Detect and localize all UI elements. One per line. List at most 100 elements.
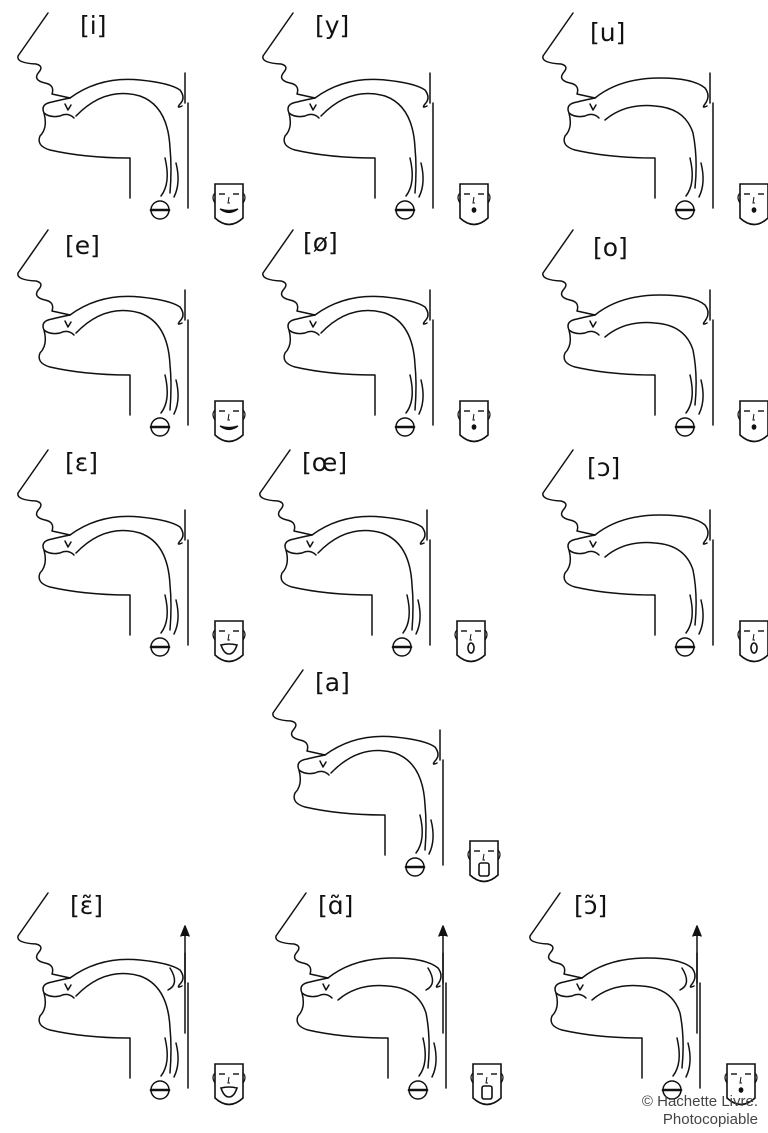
vocal-tract-drawing (17, 449, 246, 663)
palate (594, 514, 709, 545)
vowel-symbol-label: [ɔ] (587, 453, 621, 482)
epiglottis (160, 1037, 179, 1078)
tongue (604, 104, 697, 189)
nose-and-upper-lip (542, 449, 596, 536)
vocal-tract-drawing (259, 449, 488, 663)
nose-and-upper-lip (272, 669, 326, 756)
mouth-shape (738, 1087, 744, 1093)
tongue (604, 541, 697, 626)
tongue (75, 529, 172, 631)
arrow-head (438, 925, 448, 937)
teeth (589, 540, 597, 548)
epiglottis (685, 157, 704, 198)
copyright-notice: © Hachette Livre. Photocopiable (642, 1093, 758, 1131)
jaw-and-neck (550, 992, 643, 1079)
vowel-diagram: [y] (255, 8, 495, 226)
mouth-shape (219, 643, 239, 655)
epiglottis (418, 1037, 437, 1078)
vocal-tract-drawing (17, 229, 246, 443)
nose-and-upper-lip (275, 892, 329, 979)
epiglottis (672, 1037, 691, 1078)
jaw-and-neck (280, 549, 373, 636)
tongue (75, 972, 172, 1074)
vowel-diagram: [ɔ] (535, 445, 768, 663)
nose-and-upper-lip (262, 229, 316, 316)
teeth (309, 320, 317, 328)
palate (324, 735, 439, 765)
tongue (75, 309, 172, 411)
vocal-tract-drawing (542, 449, 768, 663)
teeth (322, 983, 330, 991)
vocal-tract-drawing (272, 669, 501, 883)
jaw-and-neck (296, 992, 389, 1079)
face-outline (214, 1063, 244, 1106)
mouth-shape (471, 424, 477, 430)
tongue (337, 984, 430, 1069)
tongue (330, 749, 427, 851)
face-outline (214, 620, 244, 663)
face-icon (457, 400, 491, 443)
vowel-diagram: [ø] (255, 225, 495, 443)
vowel-diagram: [u] (535, 8, 768, 226)
mouth-shape (750, 642, 758, 654)
arrow-head (180, 925, 190, 937)
mouth-shape (467, 642, 475, 654)
palate (594, 294, 709, 325)
lowered-velum (425, 967, 434, 991)
tongue (604, 321, 697, 406)
nose-and-upper-lip (17, 449, 71, 536)
vocal-tract-drawing (542, 12, 768, 226)
jaw-and-neck (38, 992, 131, 1079)
tongue (320, 92, 417, 194)
nose-and-upper-lip (17, 12, 71, 99)
nose-and-upper-lip (542, 229, 596, 316)
jaw-and-neck (283, 329, 376, 416)
face-icon (212, 1063, 246, 1106)
teeth (309, 103, 317, 111)
palate (314, 295, 429, 325)
palate (69, 295, 184, 325)
palate (594, 77, 709, 108)
face-outline (739, 620, 768, 663)
face-icon (454, 620, 488, 663)
face-icon (457, 183, 491, 226)
teeth (64, 320, 72, 328)
teeth (306, 540, 314, 548)
vowel-symbol-label: [œ] (302, 448, 348, 477)
tongue (317, 529, 414, 631)
vocal-tract-drawing (275, 892, 504, 1106)
face-icon (470, 1063, 504, 1106)
copyright-line-2: Photocopiable (662, 1111, 758, 1129)
epiglottis (160, 594, 179, 635)
palate (69, 958, 184, 988)
face-outline (739, 183, 768, 226)
epiglottis (160, 374, 179, 415)
vowel-symbol-label: [i] (80, 11, 107, 40)
teeth (319, 760, 327, 768)
vowel-symbol-label: [ɛ̃] (70, 891, 104, 920)
teeth (576, 983, 584, 991)
face-icon (737, 183, 768, 226)
vowel-diagram: [ɑ̃] (268, 888, 508, 1106)
vowel-diagram: [a] (265, 665, 505, 883)
vowel-diagram: [ɛ] (10, 445, 250, 663)
arrow-head (692, 925, 702, 937)
tongue (591, 984, 684, 1069)
face-outline (214, 183, 244, 226)
jaw-and-neck (283, 112, 376, 199)
jaw-and-neck (38, 112, 131, 199)
vowel-symbol-label: [e] (65, 231, 100, 260)
vowel-diagram: [o] (535, 225, 768, 443)
palate (69, 78, 184, 108)
jaw-and-neck (563, 329, 656, 416)
teeth (589, 320, 597, 328)
palate (581, 957, 696, 988)
palate (327, 957, 442, 988)
vowel-symbol-label: [a] (315, 668, 350, 697)
face-icon (467, 840, 501, 883)
vowel-symbol-label: [ɔ̃] (574, 891, 608, 920)
epiglottis (685, 374, 704, 415)
vowel-diagram: [ɔ̃] (522, 888, 762, 1106)
mouth-shape (471, 207, 477, 213)
vocal-tract-drawing (262, 229, 491, 443)
